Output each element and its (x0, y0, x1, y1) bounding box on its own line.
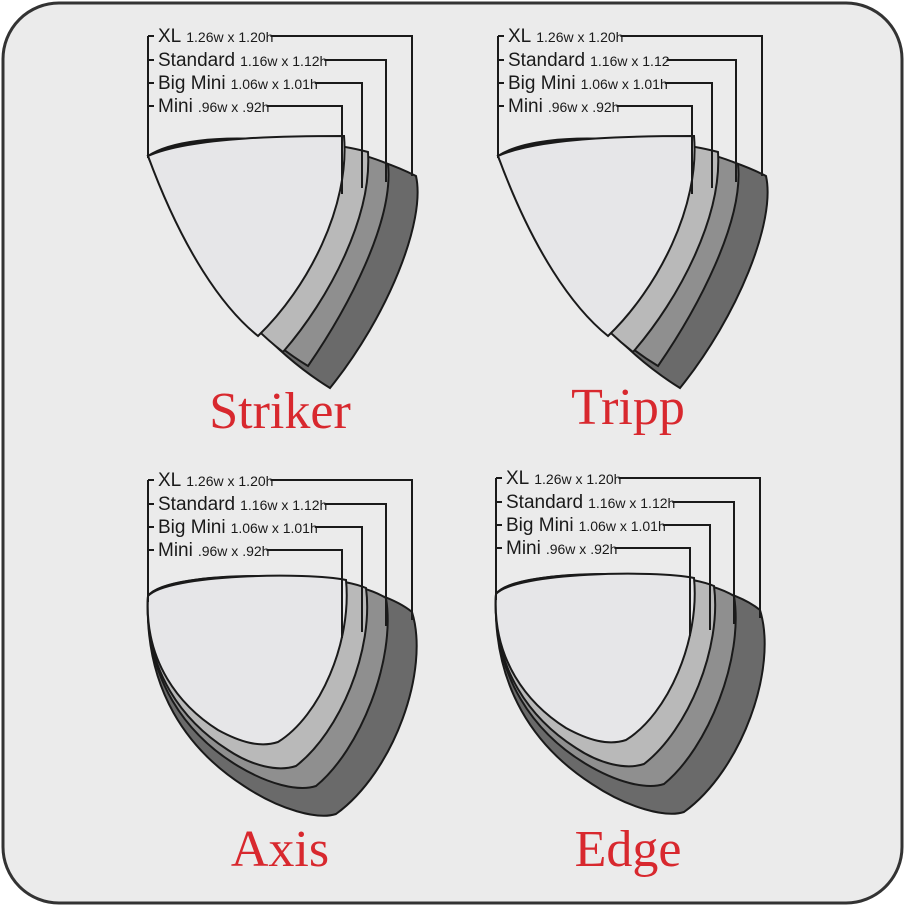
size-label-standard: Standard 1.16w x 1.12h (158, 50, 327, 71)
size-label-bigmini: Big Mini 1.06w x 1.01h (158, 517, 318, 538)
size-name: Big Mini (508, 73, 576, 94)
size-dims: 1.06w x 1.01h (231, 520, 318, 536)
size-label-mini: Mini .96w x .92h (158, 540, 269, 561)
size-label-mini: Mini .96w x .92h (508, 96, 619, 117)
leader-line-standard (496, 501, 735, 624)
leader-line-mini (496, 547, 691, 636)
size-name: Mini (508, 96, 543, 117)
size-name: Big Mini (158, 73, 226, 94)
size-name: XL (158, 26, 181, 47)
size-name: Standard (158, 494, 235, 515)
size-name: Standard (508, 50, 585, 71)
pick-edge-mini (494, 572, 696, 744)
size-dims: .96w x .92h (546, 541, 618, 557)
pick-striker-mini (146, 134, 346, 338)
size-dims: 1.06w x 1.01h (231, 76, 318, 92)
pick-axis-mini (146, 574, 348, 746)
size-name: XL (508, 26, 531, 47)
size-dims: 1.26w x 1.20h (536, 29, 623, 45)
size-dims: 1.26w x 1.20h (186, 473, 273, 489)
leader-line-xl (148, 35, 413, 176)
leader-line-bigmini (496, 524, 711, 630)
leader-line-standard (148, 59, 387, 182)
pick-title-striker: Striker (209, 383, 351, 440)
leader-line-xl (498, 35, 763, 176)
size-name: Mini (158, 96, 193, 117)
size-name: XL (158, 470, 181, 491)
size-dims: .96w x .92h (548, 99, 620, 115)
size-label-xl: XL 1.26w x 1.20h (158, 26, 273, 47)
leader-line-standard (148, 503, 387, 626)
leader-line-mini (148, 105, 343, 194)
size-name: Standard (158, 50, 235, 71)
size-label-xl: XL 1.26w x 1.20h (158, 470, 273, 491)
pick-title-tripp: Tripp (571, 379, 685, 436)
size-label-bigmini: Big Mini 1.06w x 1.01h (158, 73, 318, 94)
leader-line-xl (496, 477, 761, 618)
leader-line-mini (498, 105, 693, 194)
pick-title-edge: Edge (575, 821, 682, 878)
size-name: Big Mini (506, 515, 574, 536)
leader-line-standard (498, 59, 737, 182)
size-label-standard: Standard 1.16w x 1.12 (508, 50, 670, 71)
size-name: Mini (158, 540, 193, 561)
size-dims: 1.16w x 1.12h (240, 497, 327, 513)
leader-line-mini (148, 549, 343, 638)
size-label-standard: Standard 1.16w x 1.12h (158, 494, 327, 515)
size-dims: 1.16w x 1.12h (588, 495, 675, 511)
pick-title-axis: Axis (231, 821, 329, 878)
size-dims: 1.16w x 1.12 (590, 53, 670, 69)
size-dims: 1.26w x 1.20h (186, 29, 273, 45)
size-dims: 1.16w x 1.12h (240, 53, 327, 69)
size-dims: 1.26w x 1.20h (534, 471, 621, 487)
size-label-mini: Mini .96w x .92h (158, 96, 269, 117)
size-label-bigmini: Big Mini 1.06w x 1.01h (508, 73, 668, 94)
size-label-standard: Standard 1.16w x 1.12h (506, 492, 675, 513)
size-name: Mini (506, 538, 541, 559)
leader-line-bigmini (148, 82, 363, 188)
size-name: XL (506, 468, 529, 489)
leader-line-bigmini (148, 526, 363, 632)
size-dims: 1.06w x 1.01h (581, 76, 668, 92)
size-dims: 1.06w x 1.01h (579, 518, 666, 534)
size-label-xl: XL 1.26w x 1.20h (506, 468, 621, 489)
size-dims: .96w x .92h (198, 543, 270, 559)
size-label-xl: XL 1.26w x 1.20h (508, 26, 623, 47)
size-name: Standard (506, 492, 583, 513)
size-name: Big Mini (158, 517, 226, 538)
leader-line-bigmini (498, 82, 713, 188)
leader-line-xl (148, 479, 413, 620)
pick-tripp-mini (496, 134, 696, 338)
size-label-bigmini: Big Mini 1.06w x 1.01h (506, 515, 666, 536)
size-label-mini: Mini .96w x .92h (506, 538, 617, 559)
size-dims: .96w x .92h (198, 99, 270, 115)
